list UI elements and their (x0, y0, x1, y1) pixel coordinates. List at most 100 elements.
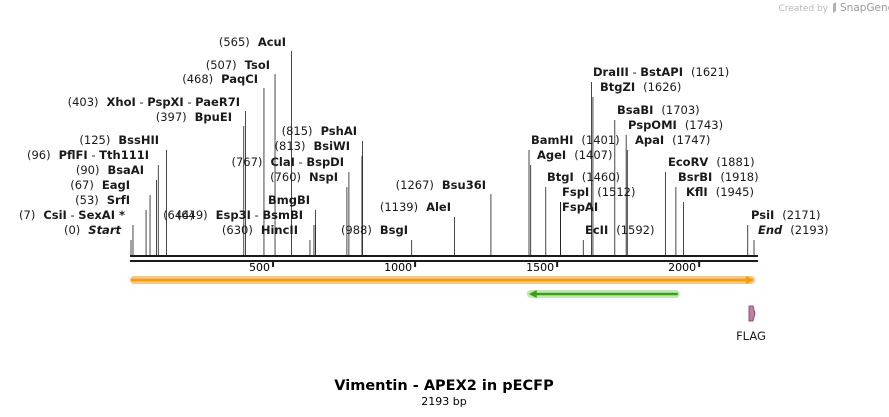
features: FLAG (130, 276, 766, 343)
site-label-part: NspI (309, 170, 338, 184)
site-label-part: Tth111I (99, 148, 149, 162)
site-label-part: (1401) (581, 133, 619, 147)
site-label-part: BsiWI (313, 139, 350, 153)
site-label[interactable]: (468)PaqCI (182, 72, 258, 86)
site-label-part: ApaI (635, 133, 664, 147)
site-label-part: (53) (75, 193, 99, 207)
site-label-part: Esp3I (216, 208, 251, 222)
site-label[interactable]: (125)BssHII (79, 133, 159, 147)
site-label[interactable]: (90)BsaAI (76, 163, 144, 177)
site-label-part: (630) (222, 223, 253, 237)
scale-tick-label: 2000 (668, 261, 696, 274)
site-label-part: (96) (27, 148, 51, 162)
site-label[interactable]: (988) BsgI (341, 223, 408, 237)
feature-flag[interactable]: FLAG (736, 305, 766, 343)
site-label[interactable]: (0) Start (64, 223, 122, 237)
site-label[interactable]: DraIII - BstAPI(1621) (593, 65, 729, 79)
site-label[interactable]: (53)SrfI (75, 193, 130, 207)
feature-orange-arrow[interactable] (130, 276, 755, 284)
site-label[interactable]: (507)TsoI (206, 58, 270, 72)
site-label[interactable]: AgeI(1407) (537, 148, 612, 162)
site-label-part: BamHI (531, 133, 573, 147)
site-label[interactable]: (7)CsiI - SexAI * (19, 208, 125, 222)
site-label[interactable]: (96)PflFI - Tth111I (27, 148, 149, 162)
site-label[interactable]: EcII(1592) (585, 223, 654, 237)
site-label[interactable]: BsaBI(1703) (617, 103, 700, 117)
site-label-part: BtgI (547, 170, 574, 184)
feature-green-arrow[interactable] (526, 290, 680, 298)
site-label-part: (1626) (643, 80, 681, 94)
site-label-part: (397) (156, 110, 187, 124)
site-label-part: - (251, 208, 262, 222)
site-label-part: EcII (585, 223, 608, 237)
site-label-part: (767) (232, 155, 263, 169)
site-label[interactable]: PspOMI(1743) (628, 118, 723, 132)
site-label[interactable]: EcoRV (1881) (668, 155, 755, 169)
site-label-part: CsiI (43, 208, 67, 222)
site-label-part: (1945) (716, 185, 754, 199)
site-label[interactable]: PsiI(2171) (751, 208, 821, 222)
site-label-part: BsgI (380, 223, 408, 237)
site-label-part: (125) (79, 133, 110, 147)
site-label[interactable]: (813)BsiWI (275, 139, 350, 153)
site-label[interactable]: (767)ClaI - BspDI (232, 155, 345, 169)
site-label-part: (0) (64, 223, 80, 237)
site-label-part: FspI (562, 185, 589, 199)
site-label[interactable]: (565)AcuI (219, 35, 286, 49)
site-label-part: (67) (70, 178, 94, 192)
site-label-part: PspOMI (628, 118, 677, 132)
site-label-part: XhoI (107, 95, 136, 109)
site-label-part: (2171) (782, 208, 820, 222)
site-label-part: PaqCI (221, 72, 258, 86)
site-label[interactable]: ApaI(1747) (635, 133, 710, 147)
site-label-part: (1918) (720, 170, 758, 184)
site-label[interactable]: BamHI (1401) (531, 133, 620, 147)
site-label[interactable]: BsrBI(1918) (678, 170, 759, 184)
site-label-part: (1703) (661, 103, 699, 117)
site-label-part: (815) (282, 124, 313, 138)
site-label[interactable]: (644) (163, 208, 194, 222)
site-label-part: (1460) (582, 170, 620, 184)
map-length: 2193 bp (421, 395, 466, 408)
site-label-part: (644) (163, 208, 194, 222)
site-label[interactable]: FspAI (562, 200, 598, 214)
site-label-part: PaeR7I (195, 95, 240, 109)
site-label-part: - (184, 95, 195, 109)
scale-tick-label: 1500 (526, 261, 554, 274)
map-title: Vimentin - APEX2 in pECFP (334, 378, 554, 394)
site-label[interactable]: (630)HincII (222, 223, 298, 237)
site-label[interactable]: (67)EagI (70, 178, 130, 192)
site-label-part: AcuI (258, 35, 286, 49)
site-label-part: BsmBI (262, 208, 303, 222)
site-label-part: BstAPI (640, 65, 683, 79)
site-label-part: TsoI (245, 58, 270, 72)
snapgene-brand-text: SnapGene (840, 2, 889, 14)
site-label[interactable]: (649)Esp3I - BsmBI (177, 208, 303, 222)
site-label[interactable]: (760) NspI (270, 170, 338, 184)
site-label-part: BspDI (306, 155, 344, 169)
site-label[interactable]: FspI(1512) (562, 185, 635, 199)
site-label[interactable]: End(2193) (758, 223, 829, 237)
site-label[interactable]: (1267)Bsu36I (396, 178, 486, 192)
site-label-part: - (67, 208, 78, 222)
created-by-text: Created by (778, 4, 828, 14)
site-label-part: - (88, 148, 99, 162)
site-label-part: Start (88, 223, 121, 237)
site-label-part: (760) (270, 170, 301, 184)
site-label-part: (7) (19, 208, 35, 222)
site-label-part: BtgZI (600, 80, 635, 94)
site-label[interactable]: (397)BpuEI (156, 110, 232, 124)
site-label[interactable]: (403)XhoI - PspXI - PaeR7I (68, 95, 240, 109)
site-label[interactable]: BmgBI (268, 193, 310, 207)
site-label[interactable]: KflI(1945) (686, 185, 754, 199)
site-label-part: (988) (341, 223, 372, 237)
site-label-part: End (758, 223, 783, 237)
site-label[interactable]: (815)PshAI (282, 124, 357, 138)
site-label[interactable]: (1139)AleI (380, 200, 451, 214)
site-label-part: DraIII (593, 65, 629, 79)
site-label-part: EcoRV (668, 155, 708, 169)
site-label-part: (1881) (716, 155, 754, 169)
site-label[interactable]: BtgI (1460) (547, 170, 620, 184)
site-label[interactable]: BtgZI (1626) (600, 80, 681, 94)
